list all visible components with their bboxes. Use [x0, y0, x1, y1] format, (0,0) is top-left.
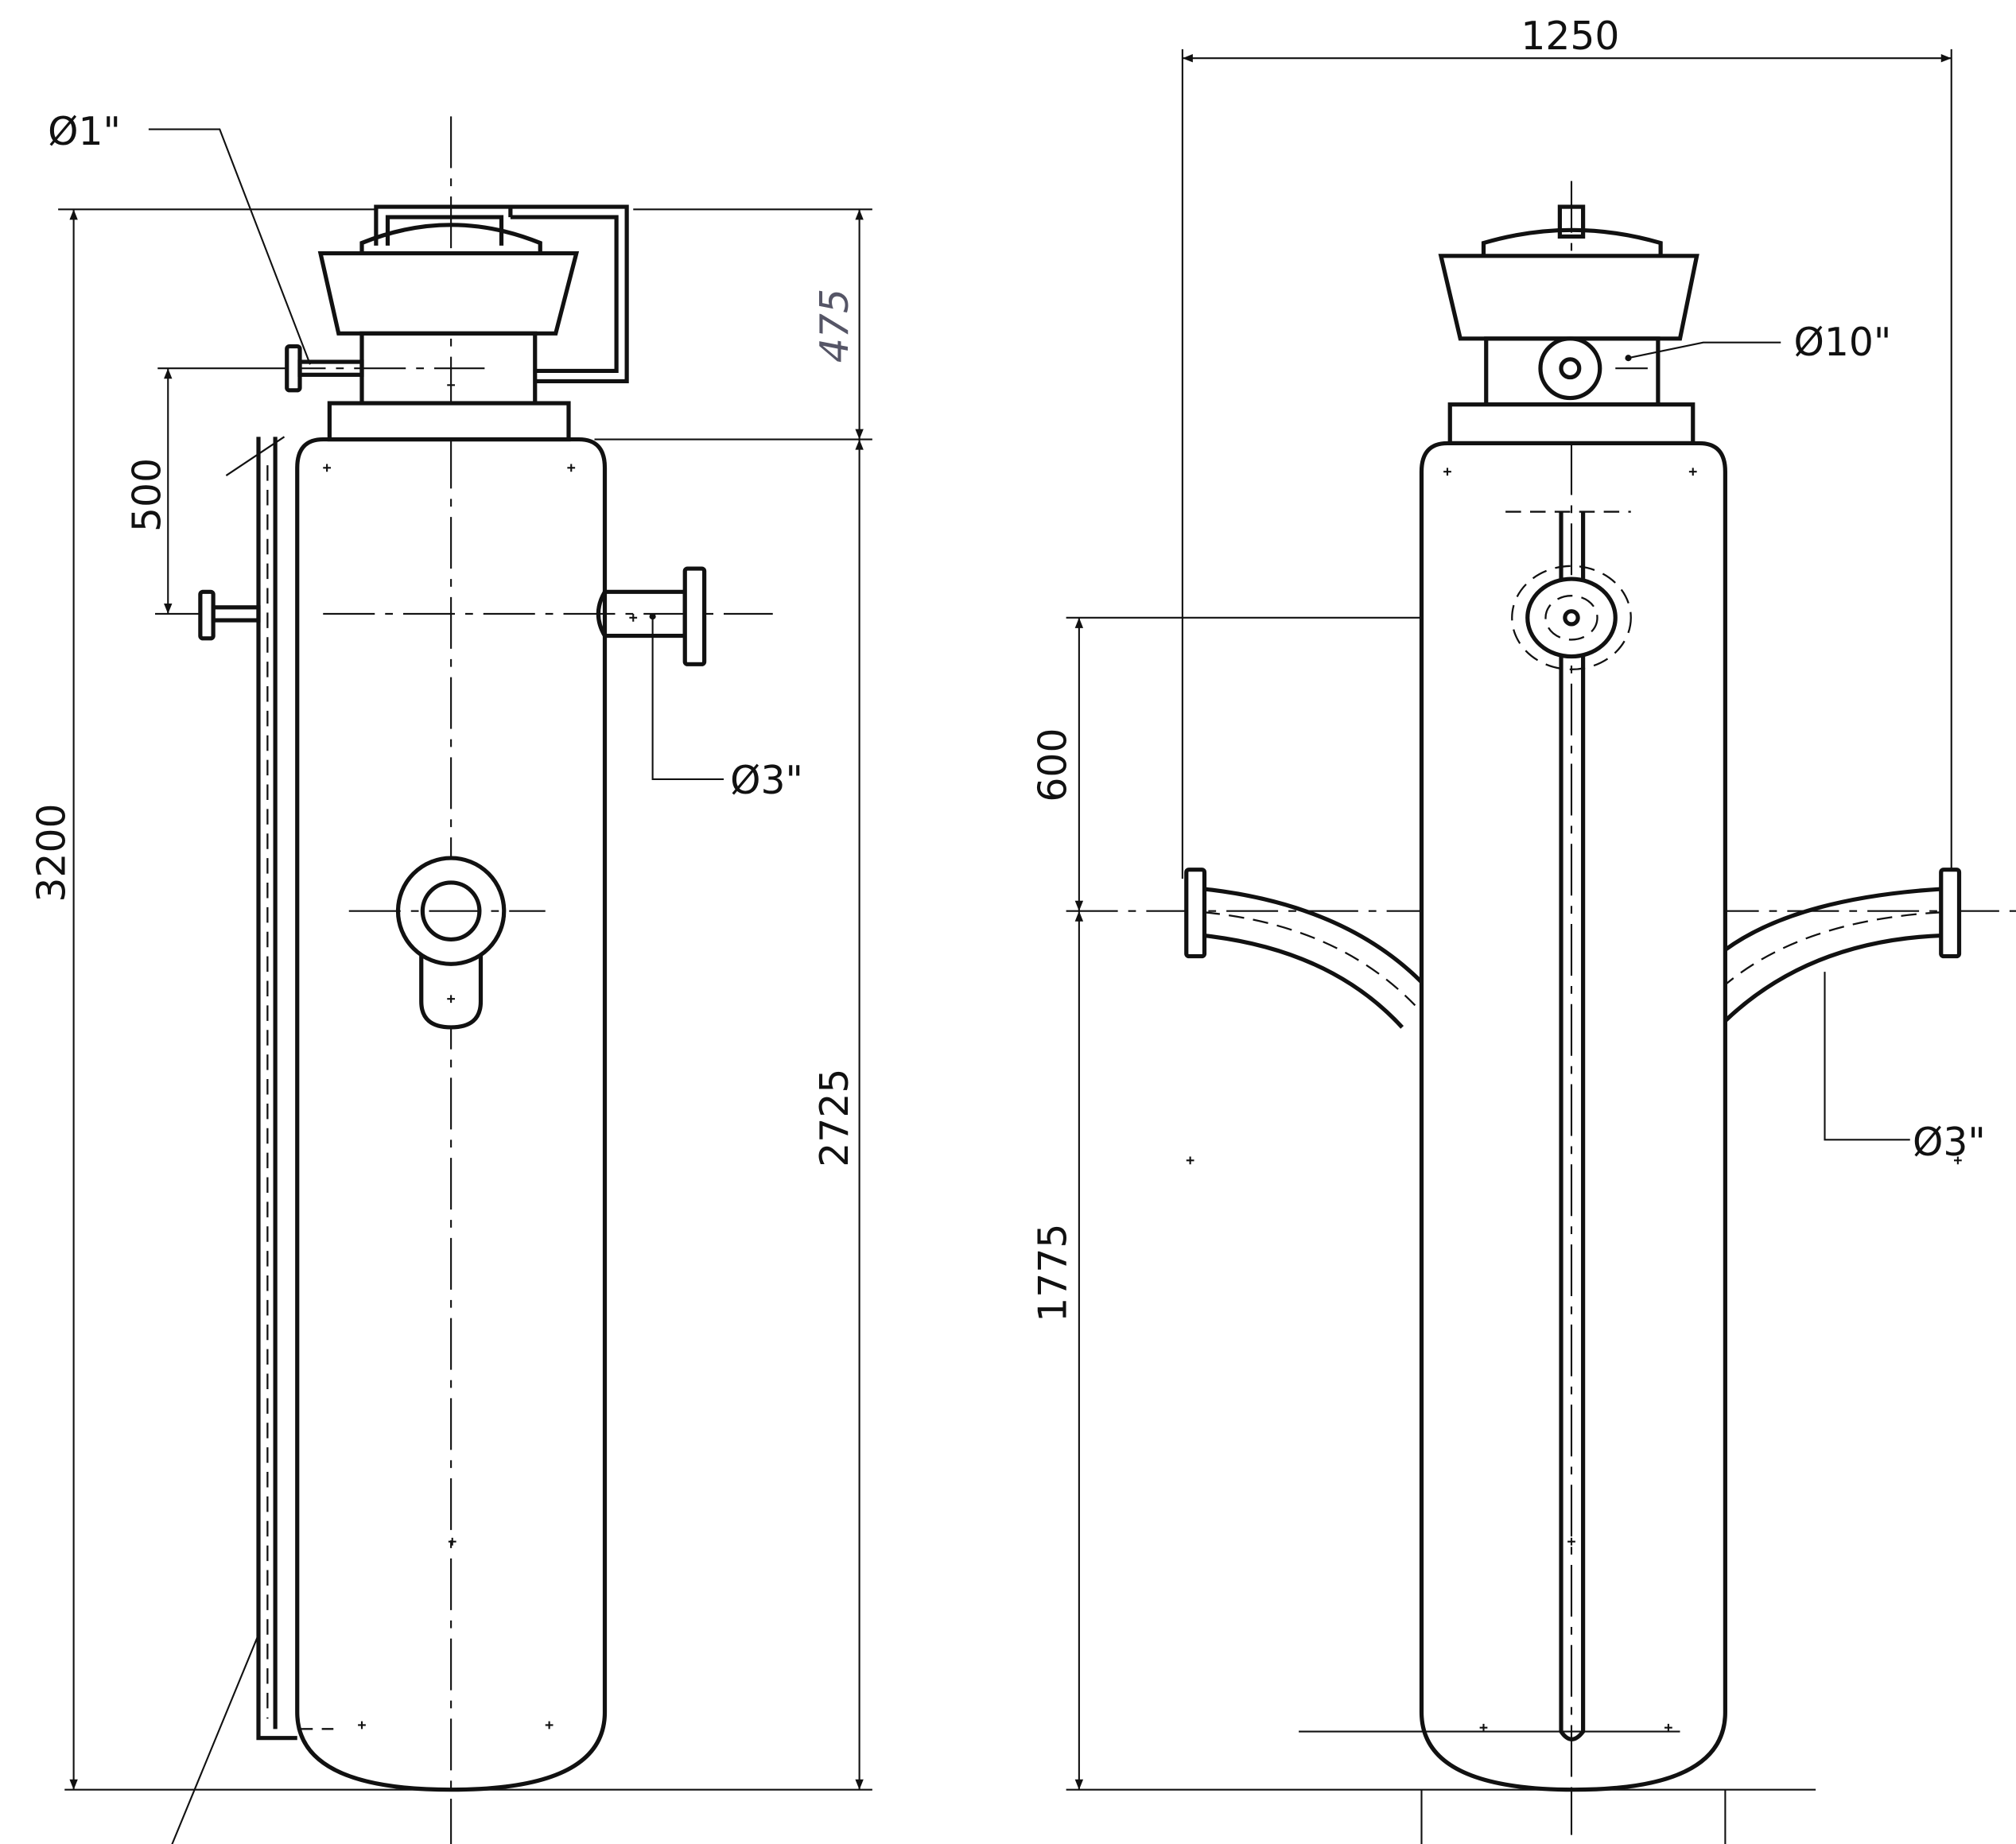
reference-marks	[1186, 468, 1962, 1732]
dim-nozzle-spacing: 500	[126, 458, 170, 532]
right-view: 1250 600 1775 Ø10" Ø3"	[1031, 14, 2016, 1844]
leader-line	[1824, 972, 1910, 1141]
top-bracket-frame	[374, 204, 629, 384]
level-gauge-tube	[256, 437, 297, 1741]
dome-cover	[359, 223, 542, 254]
right-outlet-pipe	[1723, 887, 1941, 1023]
conical-head	[317, 250, 580, 336]
gauge-valve-stem	[211, 605, 261, 623]
dome-cover	[1481, 227, 1663, 256]
right-outlet-flange	[1939, 868, 1962, 959]
leader-line	[1628, 341, 1781, 359]
top-nozzle-bore	[1559, 357, 1582, 380]
leader-line	[148, 128, 311, 365]
base-flange	[1447, 402, 1696, 446]
top-nozzle-flange	[1538, 336, 1602, 401]
small-nozzle-pipe	[297, 359, 364, 377]
label-small-nozzle: Ø1"	[48, 110, 121, 154]
left-outlet-flange	[1184, 868, 1207, 959]
leader-line	[651, 616, 724, 780]
base-flange	[327, 401, 571, 442]
side-nozzle-pipe	[596, 589, 687, 639]
dim-overall-height: 3200	[29, 804, 74, 903]
gauge-cut-line	[225, 436, 286, 476]
label-side-nozzle: Ø3"	[730, 759, 803, 803]
dim-outlet-height: 1775	[1031, 1224, 1076, 1322]
top-knob	[1557, 204, 1586, 239]
left-outlet-pipe	[1204, 887, 1424, 1029]
side-nozzle-flange	[682, 566, 707, 666]
conical-head	[1438, 254, 1699, 341]
label-top-nozzle: Ø10"	[1794, 320, 1892, 365]
vessel-body	[295, 437, 608, 1792]
nozzle-hidden-bore	[1544, 595, 1598, 641]
inlet-nozzle-bore	[1563, 609, 1580, 627]
left-view: 3200 500 475 2725 Ø1" Ø3"	[29, 110, 872, 1844]
left-outlet-hidden	[1204, 911, 1416, 1007]
dim-body-height: 2725	[813, 1069, 857, 1167]
dim-top-section: 475	[813, 289, 857, 363]
vessel-body	[1419, 441, 1727, 1792]
inlet-nozzle-flange	[1525, 576, 1618, 659]
right-outlet-hidden	[1724, 911, 1941, 986]
reference-marks	[323, 384, 638, 1729]
nozzle-hidden-outline	[1511, 565, 1632, 670]
label-outlet-nozzles: Ø3"	[1913, 1120, 1986, 1165]
leader-line	[171, 1634, 259, 1844]
dim-nozzle-offset: 600	[1031, 728, 1076, 802]
dim-overall-width: 1250	[1521, 14, 1619, 59]
